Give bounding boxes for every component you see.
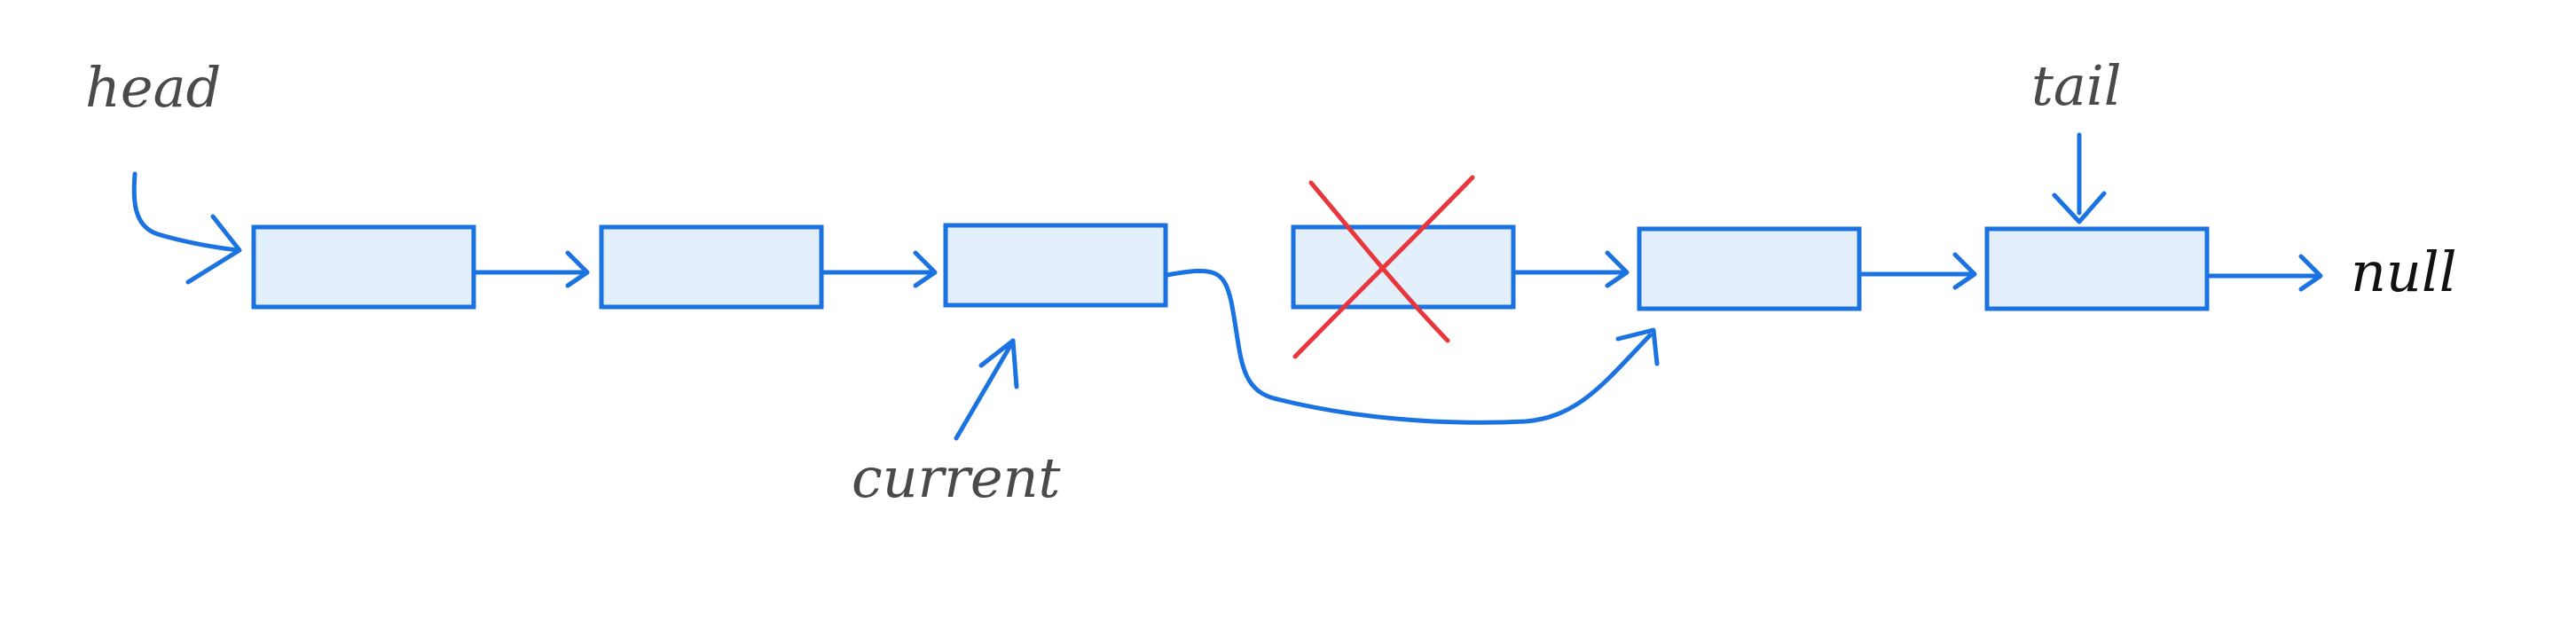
tail-pointer (2052, 132, 2107, 224)
current-label: current (852, 445, 1061, 510)
delete-stroke-2 (1292, 175, 1475, 359)
tail-label: tail (2031, 53, 2122, 118)
current-pointer (954, 338, 1019, 441)
list-node-3 (943, 223, 1168, 308)
head-pointer-arrow-head (185, 214, 242, 285)
bypass-arrow-head (1615, 327, 1660, 366)
arrow-head-2-3 (913, 250, 938, 288)
deleted-x-mark (1292, 175, 1475, 359)
tail-pointer-arrow-head (2052, 191, 2107, 224)
head-label: head (85, 55, 221, 120)
current-pointer-line (954, 342, 1014, 441)
head-pointer (131, 171, 242, 285)
list-node-6 (1984, 226, 2210, 311)
list-node-2 (599, 224, 824, 310)
list-node-5 (1637, 226, 1862, 311)
arrow-head-6-null (2298, 254, 2323, 292)
list-nodes (251, 223, 2210, 311)
current-pointer-arrow-head (978, 338, 1019, 389)
list-node-1 (251, 224, 476, 310)
next-arrows (471, 250, 2323, 292)
head-pointer-curve (131, 171, 240, 253)
bypass-curve (1165, 268, 1653, 425)
null-label: null (2351, 240, 2457, 304)
arrow-head-4-5 (1605, 250, 1630, 288)
arrow-head-5-6 (1952, 252, 1977, 290)
bypass-arrow (1165, 268, 1660, 425)
arrow-head-1-2 (565, 250, 590, 288)
